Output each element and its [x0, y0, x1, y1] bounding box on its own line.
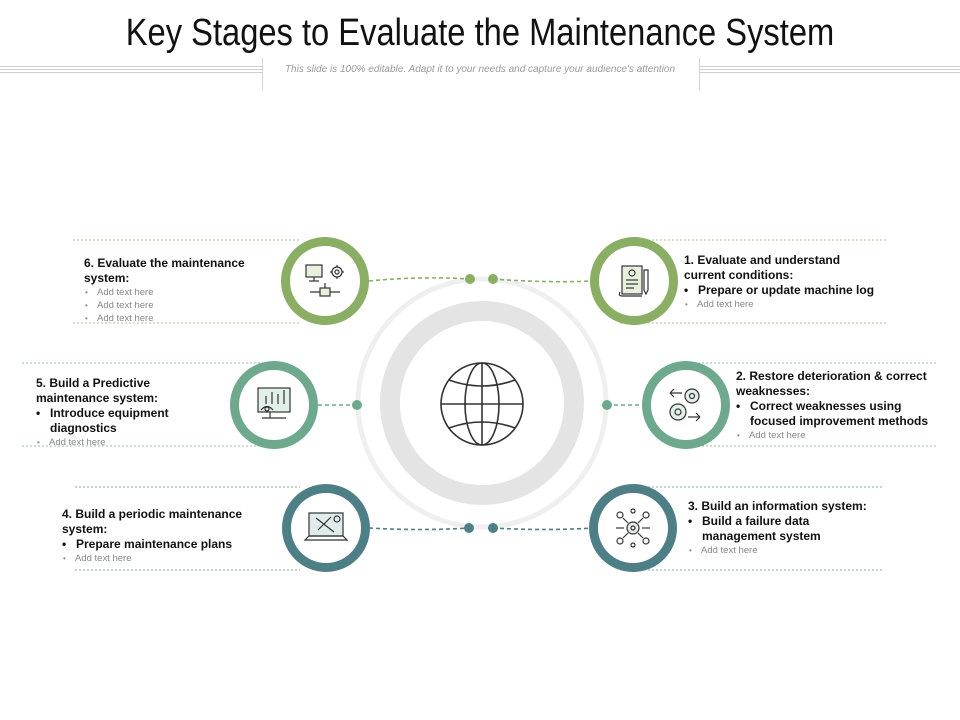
stage-sub-bullet: Add text here — [36, 436, 236, 449]
stage-2-node — [642, 361, 730, 449]
stage-heading: current conditions: — [684, 268, 794, 282]
stage-3-text: 3. Build an information system: Build a … — [688, 499, 888, 557]
stage-heading: 4. Build a periodic maintenance system: — [62, 507, 243, 536]
stage-bullet: Prepare or update machine log — [684, 283, 884, 298]
stage-heading: 5. Build a Predictive — [36, 376, 151, 390]
stage-sub-bullet: Add text here — [688, 544, 888, 557]
connector-line — [368, 527, 470, 531]
connector-dot — [488, 274, 498, 284]
stage-2-text: 2. Restore deterioration & correct weakn… — [736, 369, 941, 442]
connector-dot — [602, 400, 612, 410]
connector-dot — [488, 523, 498, 533]
stage-6-node — [281, 237, 369, 325]
connector-dot — [352, 400, 362, 410]
stage-heading: 6. Evaluate the maintenance system: — [84, 256, 245, 285]
stage-sub-bullet: Add text here — [84, 312, 289, 325]
laptop-tools-icon — [303, 512, 349, 541]
stage-bullet: Prepare maintenance plans — [62, 537, 287, 552]
stage-bullet-continuation: focused improvement methods — [750, 414, 929, 428]
connector-dot — [465, 274, 475, 284]
globe-icon — [440, 362, 524, 446]
inner-ring — [380, 301, 584, 505]
subtitle: This slide is 100% editable. Adapt it to… — [284, 64, 676, 75]
stage-bullet-continuation: management system — [702, 529, 821, 543]
stage-5-text: 5. Build a Predictive maintenance system… — [36, 376, 236, 449]
connector-line — [492, 278, 595, 283]
computer-gear-network-icon — [305, 264, 344, 297]
stage-bullet: Build a failure data — [688, 514, 888, 529]
page-title: Key Stages to Evaluate the Maintenance S… — [125, 12, 835, 54]
monitor-analytics-icon — [257, 387, 291, 419]
stage-sub-bullet: Add text here — [84, 299, 289, 312]
stage-1-text: 1. Evaluate and understand current condi… — [684, 253, 884, 311]
stage-bullet: Introduce equipment diagnostics — [36, 406, 236, 436]
stage-sub-bullet: Add text here — [62, 552, 287, 565]
stage-heading: 3. Build an information system: — [688, 499, 867, 513]
stage-sub-bullet: Add text here — [736, 429, 941, 442]
stage-sub-bullet: Add text here — [684, 298, 884, 311]
stage-heading: weaknesses: — [736, 384, 811, 398]
gear-network-icon — [616, 508, 650, 548]
stage-bullet: Correct weaknesses using — [736, 399, 941, 414]
stage-heading: 1. Evaluate and understand — [684, 253, 841, 267]
stage-6-text: 6. Evaluate the maintenance system: Add … — [84, 256, 289, 325]
connector-line — [492, 527, 595, 531]
stage-heading: maintenance system: — [36, 391, 159, 405]
subtitle-box — [262, 58, 700, 90]
stage-4-text: 4. Build a periodic maintenance system: … — [62, 507, 287, 565]
document-pen-icon — [618, 265, 649, 297]
gears-arrows-icon — [669, 388, 701, 422]
stage-heading: 2. Restore deterioration & correct — [736, 369, 927, 383]
stage-sub-bullet: Add text here — [84, 286, 289, 299]
connector-dot — [464, 523, 474, 533]
connector-line — [368, 277, 471, 282]
